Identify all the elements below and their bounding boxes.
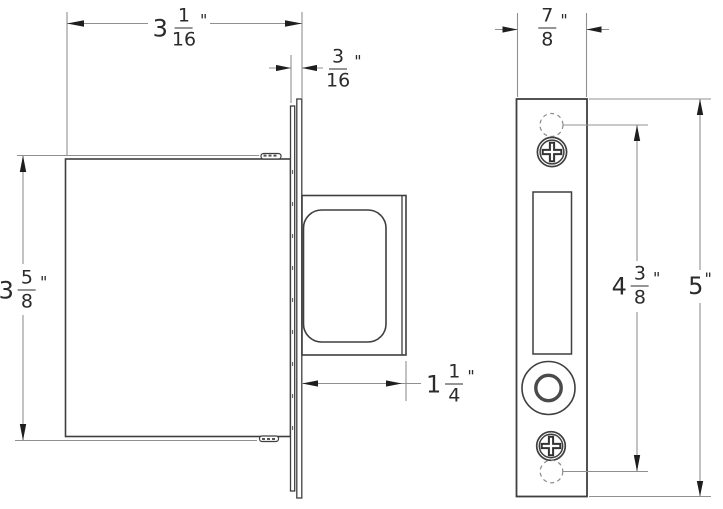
dimension-fraction: 1 16 [171, 4, 197, 51]
dimension-whole: 3 [0, 276, 14, 304]
dimension-body-width: 3 1 16 " [152, 4, 208, 51]
dimension-fraction: 5 8 [17, 268, 37, 312]
dimension-lines [15, 12, 711, 498]
dimension-bolt-projection: 1 1 4 " [426, 362, 475, 406]
bottom-screw [535, 430, 567, 462]
dimension-whole: 1 [426, 370, 442, 398]
dim-bolt-projection-lines [302, 361, 421, 401]
dimension-fraction: 3 8 [630, 264, 650, 308]
faceplate-edge [296, 98, 303, 499]
bottom-screw-head-outer [535, 430, 567, 462]
bottom-screw-head-inner [538, 433, 564, 459]
phillips-cross-icon [541, 141, 563, 163]
dim-plate-width-lines [495, 13, 609, 97]
cylinder-ring [534, 373, 563, 403]
dim-body-height-lines [15, 154, 259, 442]
inch-mark: " [653, 268, 661, 288]
lock-body-outline [64, 158, 292, 438]
dim-plate-height-lines [589, 98, 711, 498]
dimension-whole: 5 [688, 272, 704, 300]
dimension-screw-spacing: 4 3 8 " [611, 264, 661, 308]
dimension-body-height: 3 5 8 " [0, 268, 48, 312]
dimension-fraction: 1 4 [445, 362, 464, 406]
phillips-cross-icon [540, 435, 562, 457]
dimension-fraction: 7 8 [538, 6, 557, 50]
dimension-whole: 4 [611, 272, 627, 300]
bolt-body [302, 209, 387, 343]
inch-mark: " [40, 272, 48, 292]
dimension-whole: 3 [152, 14, 168, 42]
dimension-fraction: 3 16 [326, 45, 351, 92]
top-screw-head-outer [536, 136, 568, 168]
top-screw-head-inner [539, 139, 565, 165]
dim-plate-thickness-lines [269, 55, 323, 103]
dimension-plate-thickness: 3 16 " [326, 45, 362, 92]
faceplate-slot [532, 191, 573, 355]
dim-body-width-lines [66, 12, 303, 156]
top-screw [536, 136, 568, 168]
inch-mark: " [467, 366, 475, 386]
inch-mark: " [200, 10, 208, 30]
cylinder-hole [521, 360, 576, 416]
cylinder-collar [521, 360, 576, 416]
dim-screw-spacing-lines [563, 124, 648, 473]
side-view [64, 98, 407, 499]
inch-mark: " [560, 10, 568, 30]
dimension-plate-width: 7 8 " [538, 6, 568, 50]
inch-mark: " [354, 51, 362, 71]
inch-mark: " [704, 268, 712, 288]
dimension-plate-height: 5 " [688, 269, 712, 300]
front-view [515, 98, 588, 498]
bottom-screw-hole-hidden-circle [539, 459, 564, 484]
